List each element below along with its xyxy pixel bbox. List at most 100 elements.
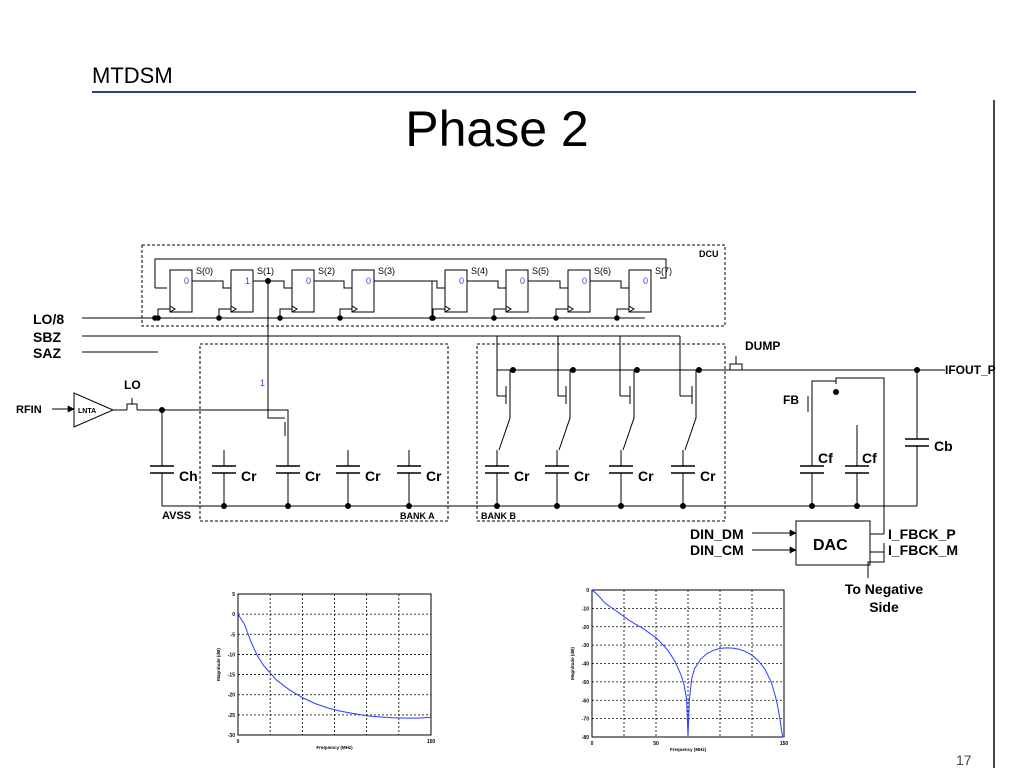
x-tick-label: 0 bbox=[591, 741, 594, 747]
y-tick-label: -5 bbox=[231, 632, 236, 638]
y-tick-label: -15 bbox=[228, 673, 235, 679]
y-tick-label: -70 bbox=[582, 717, 589, 723]
page-number: 17 bbox=[956, 752, 972, 768]
feedback-network: DUMP IFOUT_P Cb FB Cf Cf bbox=[729, 339, 996, 534]
bank-b-cr-1: Cr bbox=[545, 450, 590, 509]
dac-label: DAC bbox=[813, 537, 848, 554]
ff-state-2: 0 bbox=[306, 276, 311, 286]
bank-b-cr-3: Cr bbox=[671, 450, 716, 509]
dump-label: DUMP bbox=[745, 339, 780, 353]
dcu-flipflop-chain: 0S(0)1S(1)0S(2)0S(3)0S(4)0S(5)0S(6)0S(7) bbox=[152, 258, 672, 321]
ff-state-4: 0 bbox=[459, 276, 464, 286]
flipflop-3: 0S(3) bbox=[337, 266, 445, 321]
bank-a-cr-1: Cr bbox=[276, 445, 321, 509]
bank-a-label: BANK A bbox=[400, 511, 435, 521]
bank-a-cr-0: Cr bbox=[212, 450, 257, 509]
y-tick-label: -10 bbox=[582, 606, 589, 612]
flipflop-7: 0S(7) bbox=[614, 266, 672, 321]
rfin-label: RFIN bbox=[16, 404, 42, 416]
y-tick-label: -20 bbox=[582, 625, 589, 631]
bank-b-cr-3-label: Cr bbox=[700, 468, 716, 484]
ifbck-m-label: I_FBCK_M bbox=[888, 542, 958, 558]
rf-input: RFIN LNTA LO bbox=[16, 378, 289, 428]
y-tick-label: -10 bbox=[228, 652, 235, 658]
flipflop-6: 0 S(6) bbox=[553, 266, 629, 321]
ff-name-1: S(1) bbox=[257, 266, 274, 276]
avss-label: AVSS bbox=[162, 510, 191, 522]
ch-label: Ch bbox=[179, 468, 198, 484]
bank-b-region: BANK B bbox=[476, 343, 726, 522]
ff-state-1: 1 bbox=[245, 276, 250, 286]
bank-a-cr-2-label: Cr bbox=[365, 468, 381, 484]
bank-b-cr-0-label: Cr bbox=[514, 468, 530, 484]
bank-b-cr-2-label: Cr bbox=[638, 468, 654, 484]
bank-a-cr-1-label: Cr bbox=[305, 468, 321, 484]
series-line bbox=[237, 613, 432, 719]
saz-label: SAZ bbox=[33, 345, 61, 361]
ifout-label: IFOUT_P bbox=[945, 363, 996, 377]
x-tick-label: 0 bbox=[237, 739, 240, 745]
section-header: MTDSM bbox=[92, 63, 173, 88]
ff-state-3: 0 bbox=[366, 276, 371, 286]
x-axis-label: Frequency (MHz) bbox=[316, 745, 353, 750]
x-tick-label: 150 bbox=[780, 741, 789, 747]
y-tick-label: -40 bbox=[582, 662, 589, 668]
dcu-label: DCU bbox=[699, 249, 719, 259]
bank-a-cr-2: Cr bbox=[336, 450, 381, 509]
bank-b-branch-1: Cr bbox=[545, 336, 590, 509]
y-tick-label: -30 bbox=[228, 733, 235, 739]
page-title: Phase 2 bbox=[405, 101, 589, 157]
bank-a-region: BANK A bbox=[199, 343, 449, 522]
x-tick-label: 150 bbox=[427, 739, 436, 745]
bank-b-branch-3: Cr bbox=[671, 336, 716, 509]
y-tick-label: 5 bbox=[232, 592, 235, 598]
ff-name-5: S(5) bbox=[532, 266, 549, 276]
dac-block: DAC DIN_DM DIN_CM I_FBCK_P I_FBCK_M To N… bbox=[690, 520, 958, 615]
flipflop-0: 0 S(0) bbox=[155, 266, 231, 321]
cb-label: Cb bbox=[934, 438, 953, 454]
ff-name-0: S(0) bbox=[196, 266, 213, 276]
y-tick-label: -20 bbox=[228, 693, 235, 699]
ifbck-p-label: I_FBCK_P bbox=[888, 526, 956, 542]
y-tick-label: 0 bbox=[586, 588, 589, 594]
bank-b-cr-0: Cr bbox=[485, 450, 530, 509]
ff-state-6: 0 bbox=[582, 276, 587, 286]
y-tick-label: -80 bbox=[582, 735, 589, 741]
din-cm-label: DIN_CM bbox=[690, 542, 744, 558]
dac-note-1: To Negative bbox=[845, 581, 924, 597]
ff-state-0: 0 bbox=[184, 276, 189, 286]
bank-b-branch-2: Cr bbox=[609, 336, 654, 509]
dcu-region: DCU bbox=[141, 244, 726, 327]
dac-note-2: Side bbox=[869, 599, 899, 615]
bank-b-cr-2: Cr bbox=[609, 450, 654, 509]
bank-b-branch-0: Cr bbox=[485, 336, 530, 509]
ff-name-2: S(2) bbox=[318, 266, 335, 276]
flipflop-1: 1 S(1) bbox=[216, 266, 292, 321]
y-tick-label: -30 bbox=[582, 643, 589, 649]
lo-label: LO bbox=[124, 378, 141, 392]
cf-label-1: Cf bbox=[818, 450, 833, 466]
x-axis-label: Frequency (MHz) bbox=[670, 747, 707, 752]
sbz-label: SBZ bbox=[33, 329, 61, 345]
lnta-label: LNTA bbox=[78, 408, 96, 415]
bank-a-cr-3-label: Cr bbox=[426, 468, 442, 484]
ff-name-6: S(6) bbox=[594, 266, 611, 276]
bank-a: Ch AVSS Cr Cr Cr Cr bbox=[150, 410, 917, 522]
ff-name-7: S(7) bbox=[655, 266, 672, 276]
bank-a-cr-3: Cr bbox=[397, 450, 442, 509]
y-tick-label: 0 bbox=[232, 612, 235, 618]
fb-label: FB bbox=[783, 393, 799, 407]
flipflop-2: 0 S(2) bbox=[277, 266, 352, 321]
lo8-label: LO/8 bbox=[33, 311, 64, 327]
y-tick-label: -25 bbox=[228, 713, 235, 719]
bank-b: Cr Cr Cr Cr bbox=[485, 336, 945, 509]
bank-b-cr-1-label: Cr bbox=[574, 468, 590, 484]
series-line bbox=[591, 589, 784, 738]
bank-a-cr-0-label: Cr bbox=[241, 468, 257, 484]
bank-b-label: BANK B bbox=[481, 511, 516, 521]
ff-name-4: S(4) bbox=[471, 266, 488, 276]
y-axis-label: Magnitude (dB) bbox=[570, 647, 575, 680]
